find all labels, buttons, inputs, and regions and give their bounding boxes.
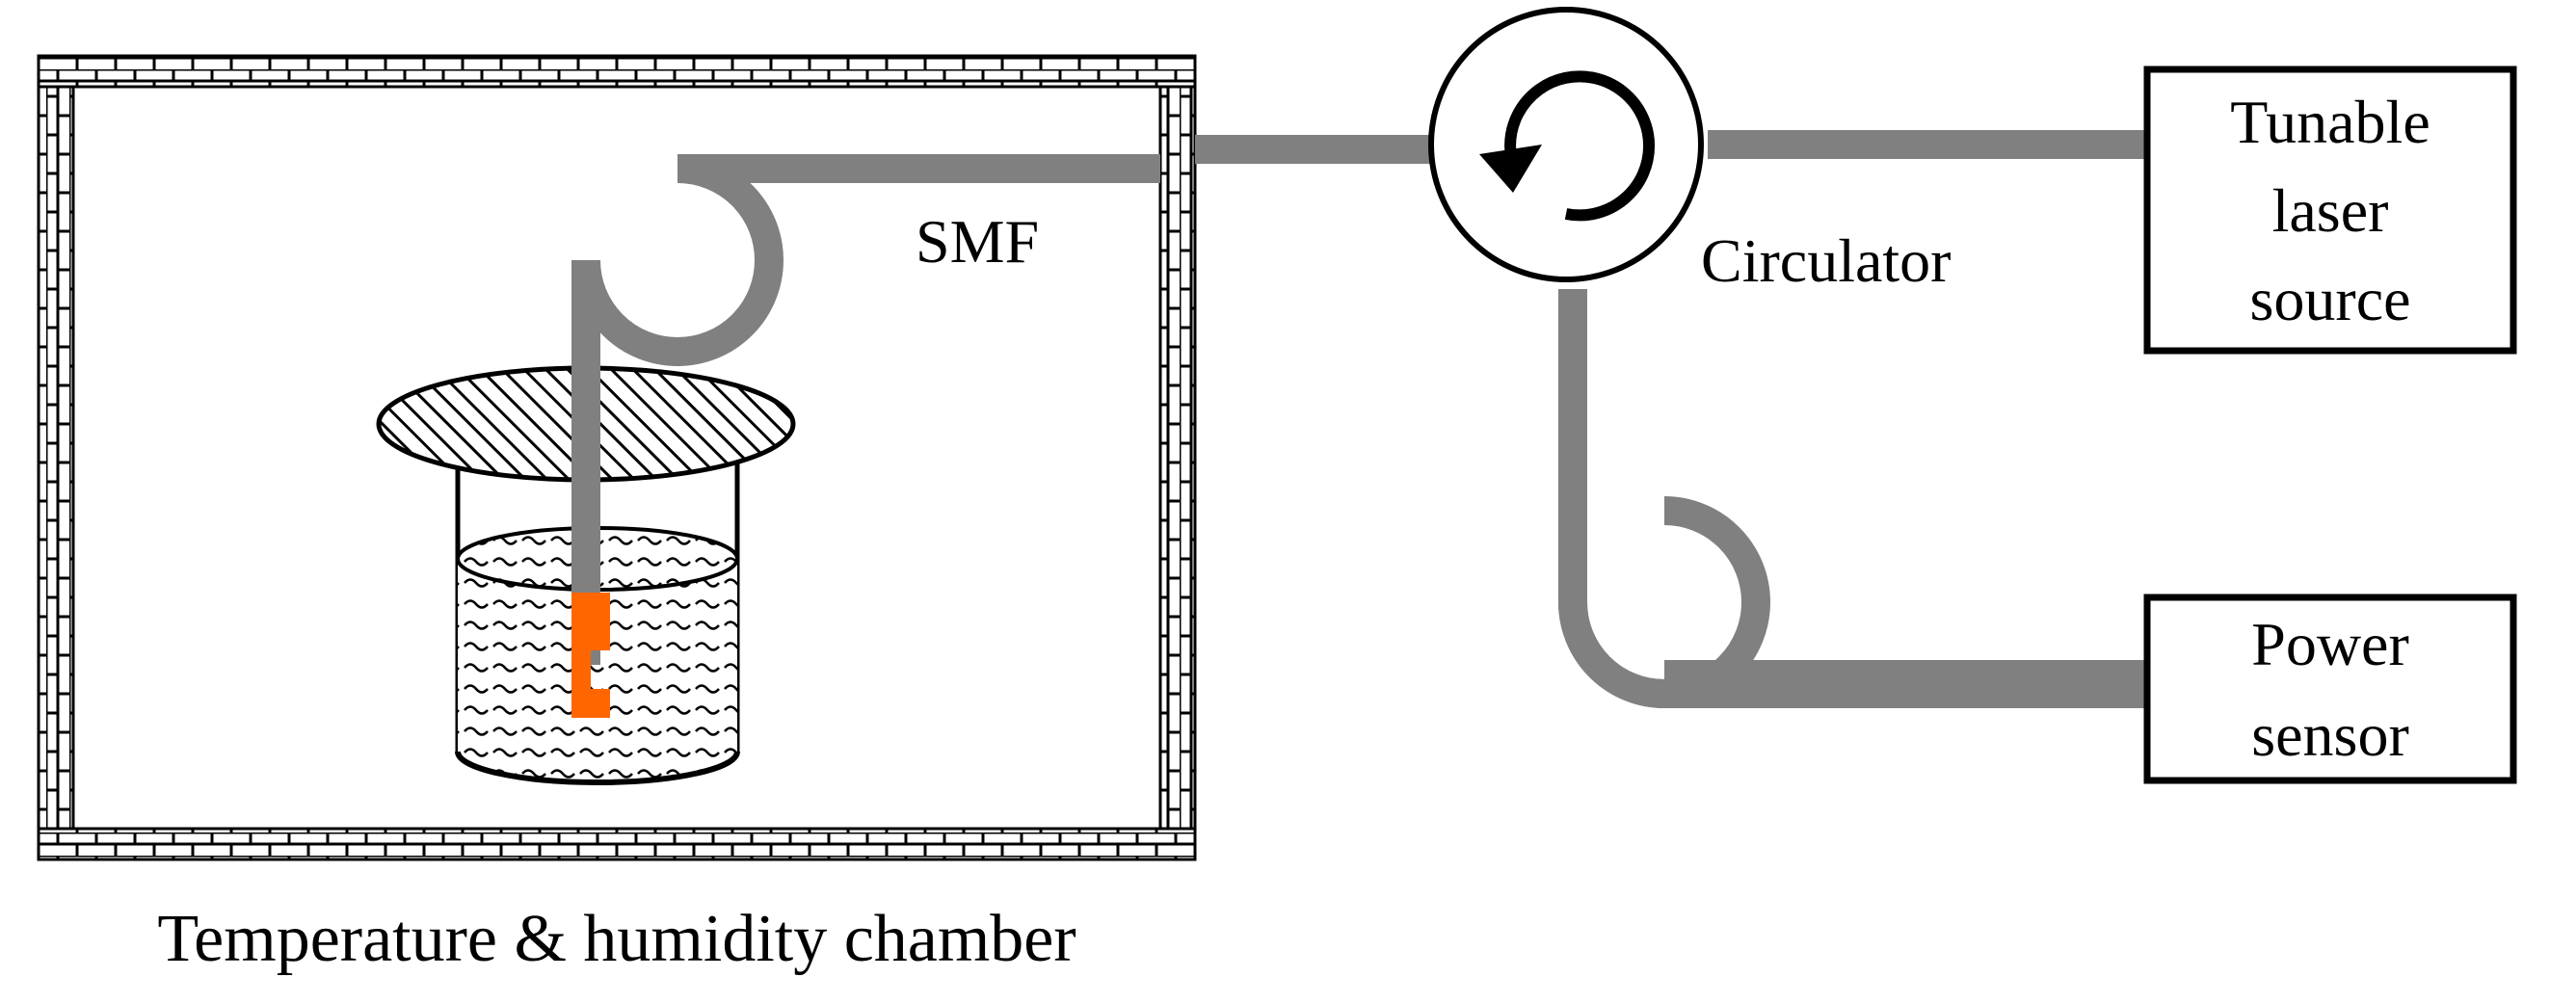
power-sensor-label-1: Power <box>2251 610 2409 678</box>
circulator-body <box>1428 7 1704 282</box>
chamber-walls <box>37 54 1197 861</box>
sensor-tip-lower <box>571 689 610 718</box>
power-sensor-frame <box>2143 594 2517 784</box>
smf-label: SMF <box>916 207 1039 276</box>
circular-arrow-icon <box>1504 70 1656 222</box>
circular-arrow-head-icon <box>1479 145 1542 193</box>
chamber-label: Temperature & humidity chamber <box>157 902 1076 976</box>
power-sensor-label-2: sensor <box>2251 700 2409 769</box>
beaker-bottom <box>455 751 740 785</box>
circulator-label: Circulator <box>1701 226 1951 295</box>
fiber-loop-exit <box>1558 601 2147 708</box>
sensor-tip <box>571 593 610 718</box>
chamber-wall-left <box>37 85 75 831</box>
fiber-to-power-sensor <box>1558 289 2147 708</box>
fiber-down-loop <box>1558 289 1770 708</box>
sensor-tip-upper <box>571 593 610 650</box>
chamber-wall-top <box>37 54 1197 89</box>
tunable-laser-label-1: Tunable <box>2230 88 2430 156</box>
sensor-tip-notch <box>571 650 591 689</box>
power-sensor-box: Power sensor <box>2143 594 2517 784</box>
smf-fiber-path <box>571 154 1160 665</box>
tunable-laser-label-3: source <box>2249 265 2410 333</box>
chamber-wall-right <box>1158 85 1197 831</box>
tunable-laser-box: Tunable laser source <box>2143 66 2517 355</box>
chamber-wall-bottom <box>37 827 1197 861</box>
smf-fiber <box>571 154 1160 665</box>
tunable-laser-frame <box>2143 66 2517 355</box>
circulator <box>1428 7 1704 282</box>
tunable-laser-label-2: laser <box>2272 176 2389 245</box>
liquid-solution <box>458 559 737 782</box>
